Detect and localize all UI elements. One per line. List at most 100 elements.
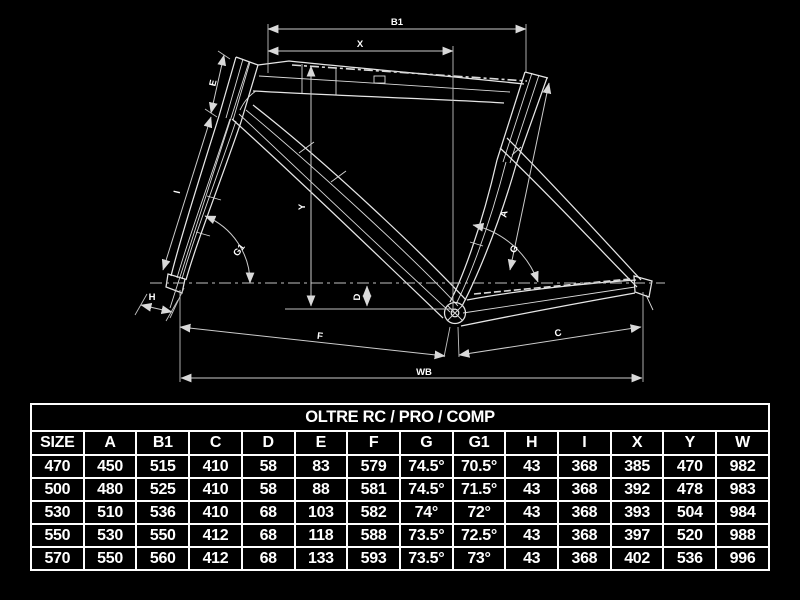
table-cell: 470 <box>662 454 718 479</box>
down-tube-tick <box>330 170 347 183</box>
head-tube-inner-line <box>225 58 244 119</box>
fork-inner-line <box>181 120 237 280</box>
table-cell: 570 <box>30 546 85 571</box>
table-cell: 530 <box>30 500 85 525</box>
column-header: E <box>293 430 349 456</box>
fork-tick <box>195 231 211 237</box>
derailleur-hanger <box>645 294 654 311</box>
table-cell: 368 <box>557 546 612 571</box>
column-header: C <box>188 430 243 456</box>
table-cell: 412 <box>188 523 243 548</box>
table-cell: 118 <box>293 523 349 548</box>
column-header: D <box>240 430 296 456</box>
column-header: H <box>504 430 560 456</box>
table-cell: 43 <box>504 500 560 525</box>
table-cell: 525 <box>135 477 191 502</box>
table-cell: 74.5° <box>398 454 454 479</box>
table-cell: 43 <box>504 523 560 548</box>
column-header: SIZE <box>30 430 85 456</box>
table-cell: 58 <box>240 454 296 479</box>
table-cell: 43 <box>504 477 560 502</box>
top-tube-bottom-edge <box>252 90 505 104</box>
table-cell: 72° <box>451 500 507 525</box>
column-header: G1 <box>451 430 507 456</box>
table-cell: 996 <box>715 546 770 571</box>
dim-label-c: C <box>554 327 563 339</box>
table-cell: 58 <box>240 477 296 502</box>
column-header: W <box>715 430 770 456</box>
bike-frame-drawing <box>165 56 654 327</box>
dim-label-e: E <box>207 79 219 88</box>
table-cell: 368 <box>557 500 612 525</box>
head-tube-inner-line <box>232 61 251 121</box>
dim-label-i: I <box>172 190 183 195</box>
head-tube-rear-edge <box>240 64 259 123</box>
table-cell: 984 <box>715 500 770 525</box>
table-cell: 73.5° <box>398 546 454 571</box>
table-cell: 470 <box>30 454 85 479</box>
table-cell: 536 <box>662 546 718 571</box>
chain-stay-bottom-edge <box>460 292 636 327</box>
table-cell: 550 <box>30 523 85 548</box>
table-cell: 450 <box>82 454 138 479</box>
dim-label-d: D <box>352 293 363 300</box>
seat-tube-rear-edge <box>461 164 517 307</box>
down-tube-inner-line <box>238 113 451 313</box>
table-cell: 410 <box>188 477 243 502</box>
seat-stay-upper <box>506 137 642 281</box>
table-cell: 43 <box>504 454 560 479</box>
dim-c-line <box>458 324 642 358</box>
table-cell: 393 <box>609 500 665 525</box>
dim-h-line <box>140 303 173 314</box>
dim-h-ticks <box>134 293 179 322</box>
column-header: I <box>557 430 612 456</box>
table-cell: 988 <box>715 523 770 548</box>
table-cell: 582 <box>346 500 401 525</box>
bottom-bracket-outer <box>443 301 467 325</box>
table-cell: 368 <box>557 477 612 502</box>
dimension-labels: B1 X E I Y A G G1 H D F C WB <box>149 17 563 378</box>
table-cell: 74° <box>398 500 454 525</box>
table-cell: 560 <box>135 546 191 571</box>
table-cell: 385 <box>609 454 665 479</box>
column-header: A <box>82 430 138 456</box>
table-cell: 510 <box>82 500 138 525</box>
table-cell: 402 <box>609 546 665 571</box>
table-cell: 103 <box>293 500 349 525</box>
chain-stay-hatching <box>473 278 631 295</box>
table-cell: 520 <box>662 523 718 548</box>
bottom-bracket-spokes <box>446 304 464 322</box>
fork-rear-edge <box>185 121 242 281</box>
table-cell: 397 <box>609 523 665 548</box>
top-tube-hatching <box>291 64 528 82</box>
down-tube-bottom-edge <box>231 118 444 319</box>
table-cell: 480 <box>82 477 138 502</box>
rear-dropout <box>633 275 653 298</box>
table-cell: 133 <box>293 546 349 571</box>
steering-axis-line <box>169 61 250 309</box>
table-cell: 70.5° <box>451 454 507 479</box>
column-header: X <box>609 430 665 456</box>
dim-label-y: Y <box>297 203 308 210</box>
table-cell: 83 <box>293 454 349 479</box>
head-tube-top-cap <box>235 56 259 66</box>
table-cell: 982 <box>715 454 770 479</box>
dim-a-line <box>507 82 552 271</box>
table-cell: 68 <box>240 500 296 525</box>
axis-extension-front <box>169 287 185 319</box>
seat-mast-top-cap <box>524 71 549 79</box>
chain-stay-top-edge <box>466 279 637 301</box>
table-cell: 983 <box>715 477 770 502</box>
table-cell: 68 <box>240 546 296 571</box>
table-cell: 550 <box>135 523 191 548</box>
dim-label-g1: G1 <box>231 241 248 258</box>
dimension-lines <box>134 24 665 383</box>
column-header: B1 <box>135 430 191 456</box>
dim-label-x: X <box>357 39 364 50</box>
table-cell: 530 <box>82 523 138 548</box>
